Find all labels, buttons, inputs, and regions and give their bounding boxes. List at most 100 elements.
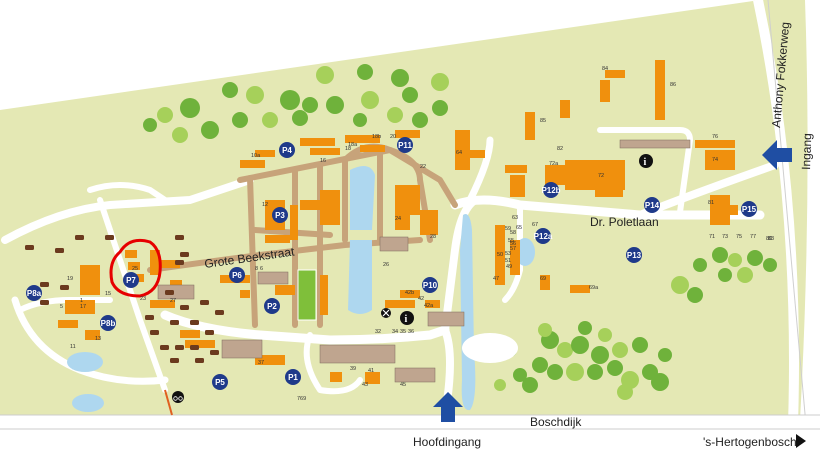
building-number-81: 81 [708, 200, 714, 206]
building-number-77: 77 [750, 234, 756, 240]
tree-icon [617, 384, 633, 400]
parking-p6[interactable]: P6 [229, 267, 245, 283]
building-labels: 15681112131516171818a18b1920222324252627… [60, 66, 774, 402]
parking-p12a[interactable]: P12a [534, 228, 553, 244]
building-number-5: 5 [60, 304, 63, 310]
parking-p10[interactable]: P10 [422, 277, 438, 293]
animal-icon [180, 305, 189, 310]
parking-p3[interactable]: P3 [272, 207, 288, 223]
animals [25, 235, 224, 363]
restaurant-icon [381, 308, 391, 318]
building-number-42a: 42a [424, 303, 434, 309]
animal-icon [150, 330, 159, 335]
boschdijk-road [0, 415, 820, 429]
parking-p12b[interactable]: P12b [541, 182, 561, 198]
building-number-85: 85 [540, 118, 546, 124]
parking-p14[interactable]: P14 [644, 197, 660, 213]
entrance-label-ingang: Ingang [799, 133, 814, 170]
anthony-fokkerweg-road [753, 0, 799, 426]
building-number-18a: 18a [348, 142, 358, 148]
tree-icon [246, 86, 264, 104]
arrow-left-icon [762, 140, 792, 170]
building [85, 330, 100, 340]
building [710, 195, 730, 225]
building [655, 60, 665, 120]
trees [143, 64, 777, 400]
building [420, 210, 438, 235]
building-number-35: 35 [400, 329, 406, 335]
entrance-label-hoofdingang: Hoofdingang [413, 435, 481, 449]
animal-icon [180, 252, 189, 257]
parking-p2[interactable]: P2 [264, 298, 280, 314]
building [400, 290, 420, 298]
parking-p8b[interactable]: P8b [100, 315, 116, 331]
buildings [58, 60, 738, 384]
building [125, 250, 137, 258]
tree-icon [571, 336, 589, 354]
building [510, 240, 520, 275]
building-number-19: 19 [67, 276, 73, 282]
building-number-22: 22 [420, 164, 426, 170]
building-number-13: 13 [95, 336, 101, 342]
tree-icon [302, 97, 318, 113]
parking-label: P7 [126, 276, 136, 285]
building [570, 285, 590, 293]
parking-p7[interactable]: P7 [123, 272, 139, 288]
tree-icon [143, 118, 157, 132]
building-number-51: 51 [505, 258, 511, 264]
parking-p1[interactable]: P1 [285, 369, 301, 385]
animal-icon [170, 358, 179, 363]
building-number-41: 41 [368, 368, 374, 374]
building [455, 130, 470, 170]
building-number-6: 6 [260, 266, 263, 272]
building [180, 330, 200, 338]
tree-icon [232, 112, 248, 128]
building [150, 250, 160, 275]
parking-p5[interactable]: P5 [212, 374, 228, 390]
building-number-64: 64 [456, 150, 462, 156]
tree-icon [547, 364, 563, 380]
building [728, 205, 738, 215]
building-number-25: 25 [132, 266, 138, 272]
building [705, 150, 735, 170]
building [505, 165, 527, 173]
parking-label: P11 [398, 141, 412, 150]
building [240, 160, 265, 168]
parking-label: P4 [282, 146, 292, 155]
tree-icon [412, 112, 428, 128]
tree-icon [262, 112, 278, 128]
svg-text:i: i [644, 157, 647, 168]
building-number-28: 28 [430, 234, 436, 240]
tree-icon [566, 363, 584, 381]
building-number-17: 17 [80, 304, 86, 310]
building-number-47: 47 [493, 276, 499, 282]
building [560, 100, 570, 118]
parking-label: P14 [645, 201, 660, 210]
parking-label: P1 [288, 373, 298, 382]
building-number-45: 45 [400, 382, 406, 388]
building-number-36: 36 [408, 329, 414, 335]
tree-icon [157, 107, 173, 123]
parking-p8a[interactable]: P8a [26, 285, 42, 301]
animal-icon [205, 330, 214, 335]
tree-icon [391, 69, 409, 87]
parking-p4[interactable]: P4 [279, 142, 295, 158]
building [605, 70, 625, 78]
parking-p13[interactable]: P13 [626, 247, 642, 263]
parking-p11[interactable]: P11 [397, 137, 413, 153]
tree-icon [432, 100, 448, 116]
building-number-71: 71 [709, 234, 715, 240]
parking-p15[interactable]: P15 [741, 201, 757, 217]
building-number-58: 58 [510, 230, 516, 236]
parking-label: P2 [267, 302, 277, 311]
building [365, 372, 380, 384]
building-number-26: 26 [383, 262, 389, 268]
building [345, 135, 380, 143]
building-number-18: 18 [345, 146, 351, 152]
building-number-67: 67 [532, 222, 538, 228]
animal-icon [60, 285, 69, 290]
tree-icon [658, 348, 672, 362]
